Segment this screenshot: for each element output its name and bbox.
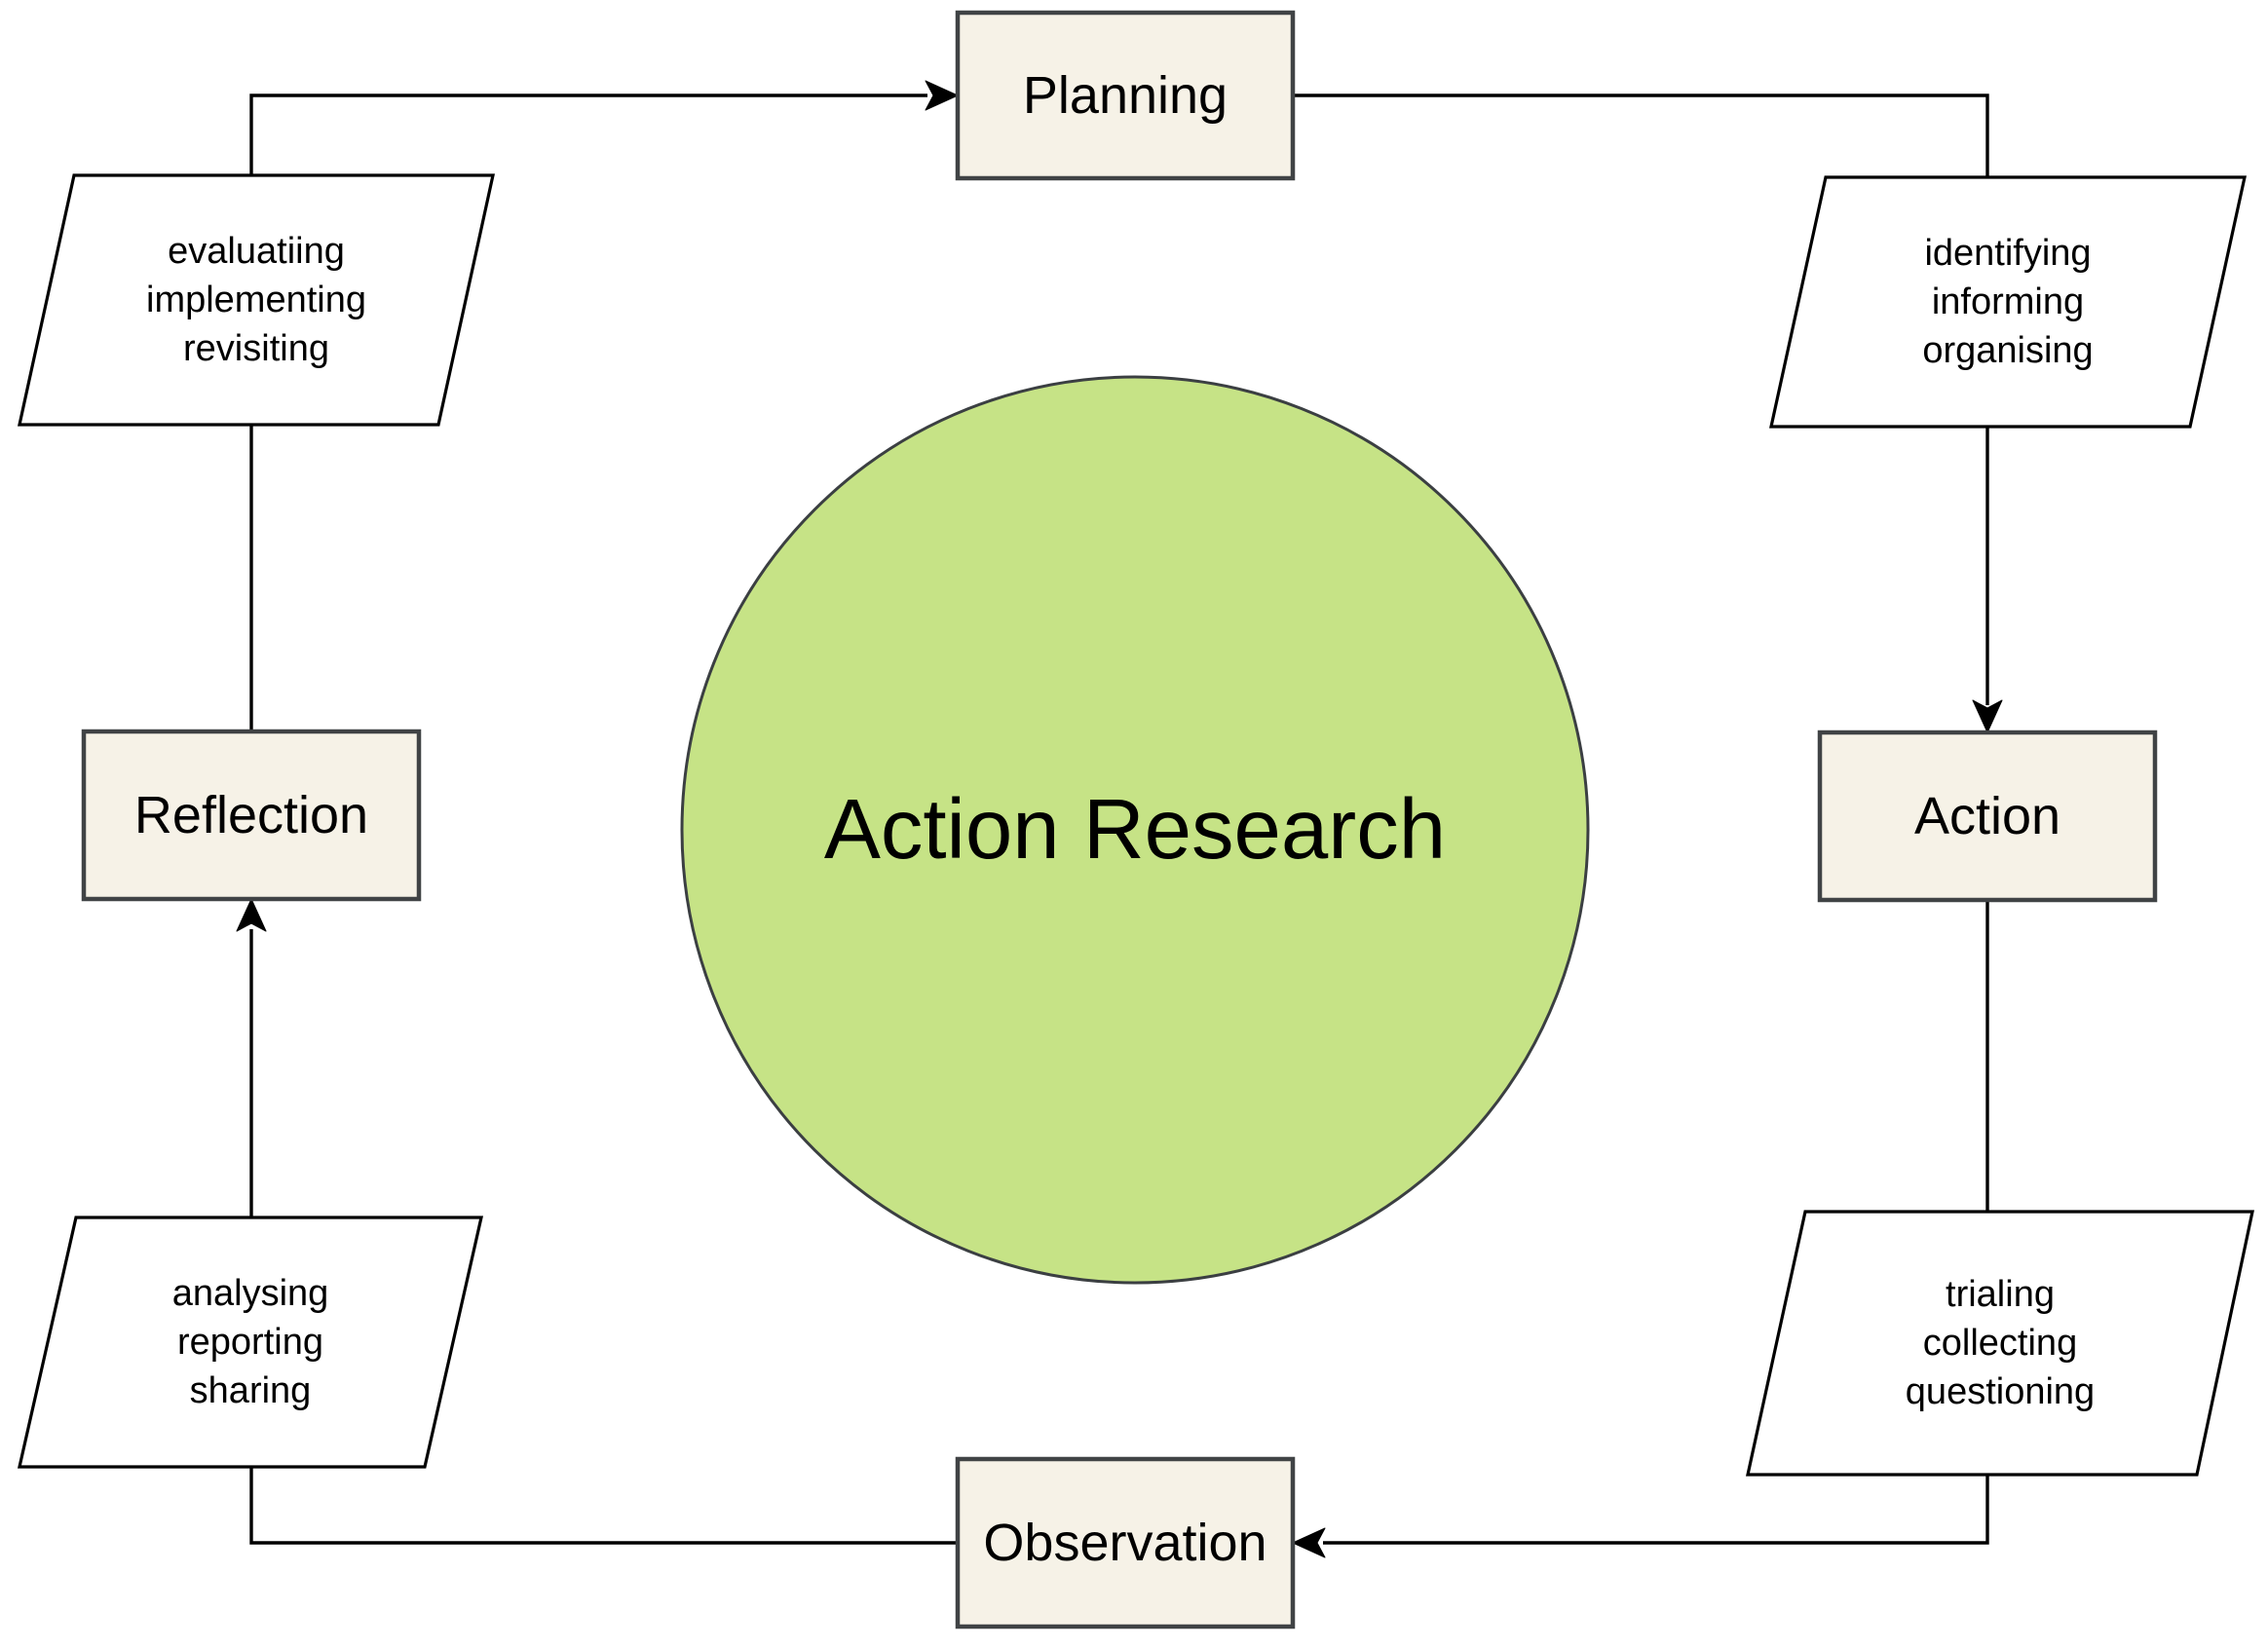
arrowhead-into-action	[1972, 699, 2003, 733]
parallelogram-evaluating	[18, 173, 495, 427]
action-research-circle	[680, 375, 1590, 1285]
connector-trialing-to-observation	[1323, 1475, 1989, 1545]
parallelogram-trialing	[1746, 1210, 2254, 1477]
arrowhead-into-planning	[925, 80, 959, 111]
arrowhead-into-reflection	[236, 898, 267, 932]
connector-planning-to-identifying	[1293, 94, 1989, 177]
action-box	[1817, 730, 2158, 903]
connector-evaluating-to-planning	[249, 94, 927, 175]
reflection-box	[81, 729, 422, 902]
parallelogram-analysing	[17, 1216, 484, 1469]
parallelogram-identifying	[1769, 175, 2247, 429]
arrowhead-into-observation	[1292, 1527, 1326, 1558]
observation-box	[955, 1456, 1296, 1629]
connector-observation-to-analysing	[249, 1467, 958, 1545]
planning-box	[955, 10, 1296, 181]
